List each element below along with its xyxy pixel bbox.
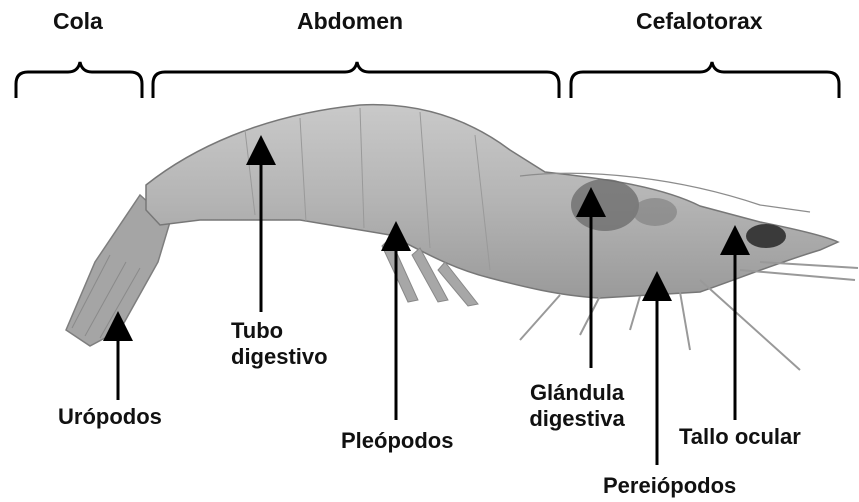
label-cefalotorax: Cefalotorax	[636, 8, 763, 34]
brace-abdomen	[153, 62, 559, 98]
label-abdomen: Abdomen	[297, 8, 403, 34]
brace-cola	[16, 62, 142, 98]
label-pereiopodos: Pereiópodos	[603, 473, 736, 499]
label-glandula-line2: digestiva	[516, 406, 638, 432]
label-glandula-digestiva: Glándula digestiva	[516, 380, 638, 432]
brace-cefalotorax	[571, 62, 839, 98]
label-cola: Cola	[53, 8, 103, 34]
digestive-gland-shape	[571, 179, 639, 231]
label-uropodos: Urópodos	[58, 404, 162, 430]
label-glandula-line1: Glándula	[516, 380, 638, 406]
label-pleopodos: Pleópodos	[341, 428, 453, 454]
label-tubo-line1: Tubo	[231, 318, 328, 344]
shrimp-illustration	[66, 105, 858, 370]
label-tallo-ocular: Tallo ocular	[679, 424, 801, 450]
label-tubo-digestivo: Tubo digestivo	[231, 318, 328, 370]
eye-shape	[746, 224, 786, 248]
label-tubo-line2: digestivo	[231, 344, 328, 370]
